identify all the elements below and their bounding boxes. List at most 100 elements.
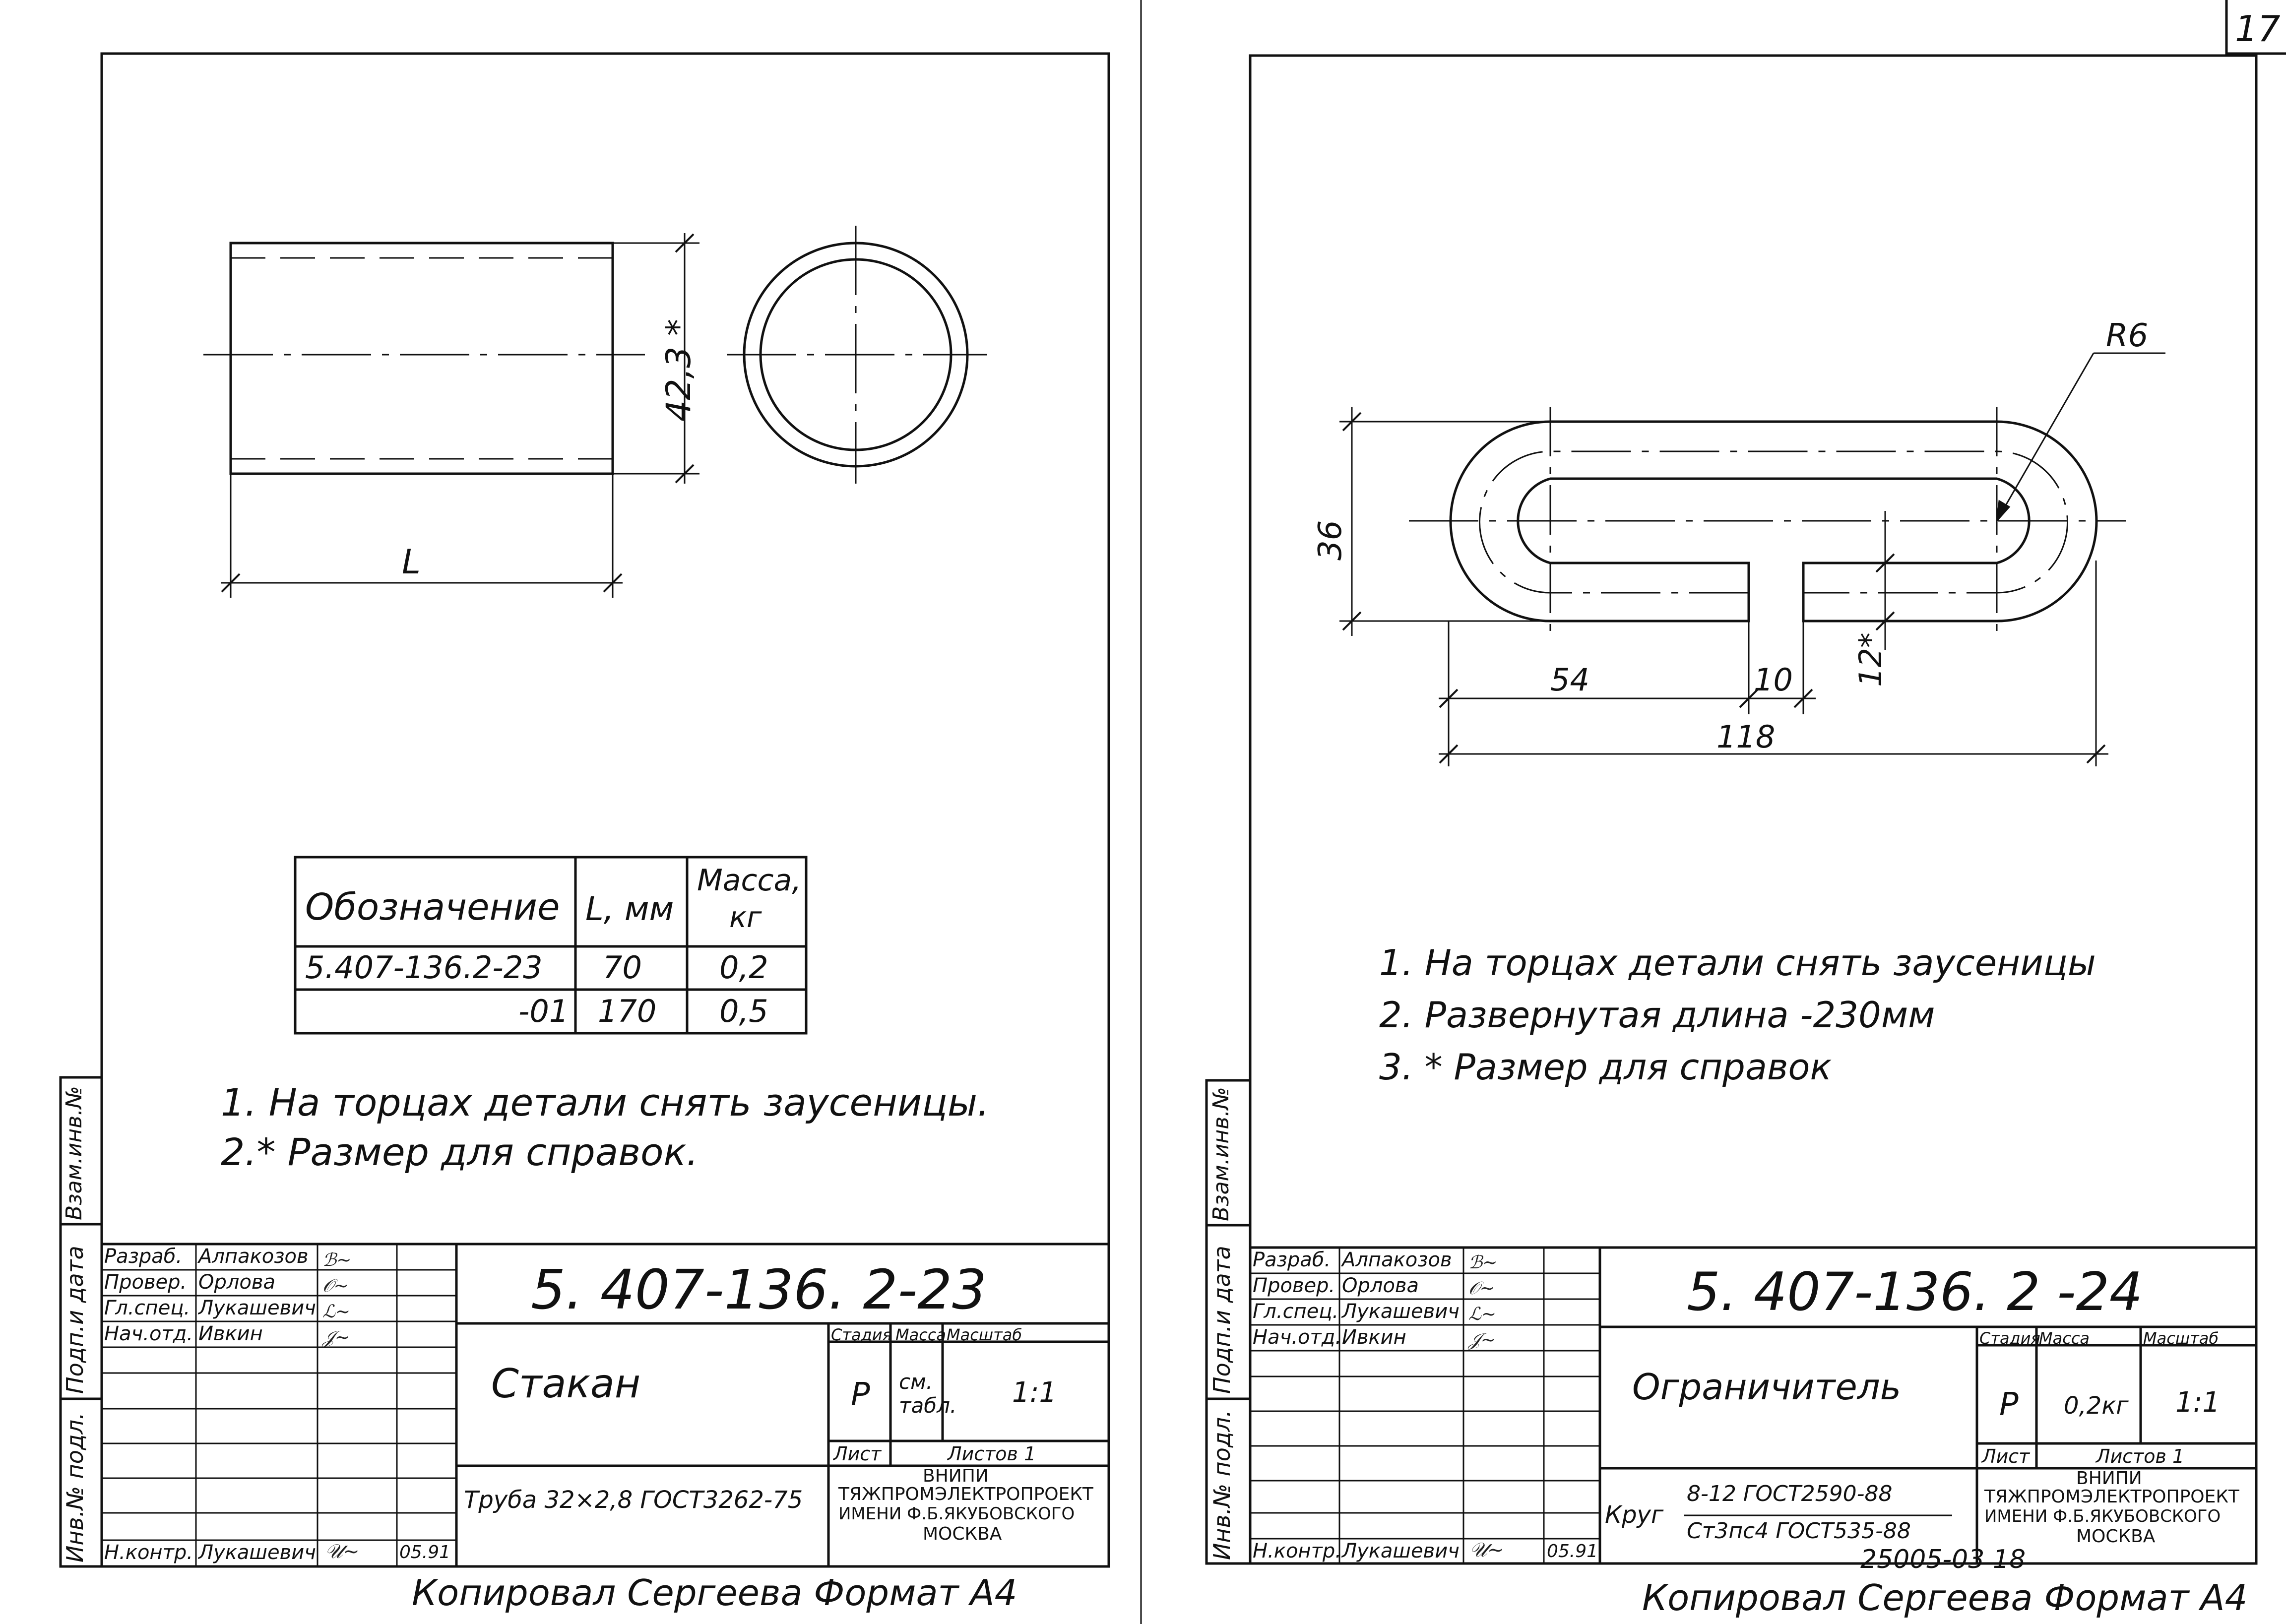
right-stamp-sheet: Лист <box>1982 1445 2030 1467</box>
right-frame <box>1249 54 2258 1565</box>
right-stamp-date: 05.91 <box>1547 1541 1598 1562</box>
left-title-block-lines <box>102 1243 1109 1566</box>
right-side-label-replace: Взам.инв.№ <box>1208 1087 1234 1221</box>
left-tube-end-view <box>727 226 987 484</box>
right-dim-36: 36 <box>1312 520 1349 561</box>
right-stamp-org-0: ВНИПИ <box>2076 1468 2142 1489</box>
left-stamp-name-2: Лукашевич <box>198 1297 316 1319</box>
right-stamp-role-3: Нач.отд. <box>1253 1326 1342 1349</box>
left-stamp-name-1: Орлова <box>198 1271 275 1294</box>
left-stamp-stage: Р <box>851 1376 870 1413</box>
left-designation-table-lines <box>294 856 808 1035</box>
left-signature-marks: ℬ~𝒪~ℒ~𝒥~ <box>322 1250 352 1348</box>
left-stamp-role-1: Провер. <box>104 1271 187 1294</box>
left-side-label-replace: Взам.инв.№ <box>62 1086 87 1220</box>
right-stamp-name-2: Лукашевич <box>1342 1300 1460 1323</box>
left-stamp-role-0: Разраб. <box>104 1245 183 1268</box>
left-stamp-col-scale: Масштаб <box>947 1325 1022 1344</box>
right-stamp-designation: 5. 407-136. 2 -24 <box>1687 1261 2143 1322</box>
right-signature-marks: ℬ~𝒪~ℒ~𝒥~ <box>1468 1252 1498 1350</box>
left-stamp-mass: см. табл. <box>899 1370 957 1418</box>
right-stamp-title: Ограничитель <box>1632 1366 1902 1408</box>
right-stamp-material-prefix: Круг <box>1605 1501 1664 1529</box>
left-stamp-org-2: ИМЕНИ Ф.Б.ЯКУБОВСКОГО <box>838 1504 1075 1524</box>
right-note-2: 2. Развернутая длина -230мм <box>1379 994 1935 1036</box>
left-stamp-name-4: Лукашевич <box>198 1541 316 1564</box>
right-stamp-role-1: Провер. <box>1253 1274 1335 1297</box>
right-note-3: 3. * Размер для справок <box>1379 1046 1832 1088</box>
right-stamp-org-3: МОСКВА <box>2076 1526 2156 1547</box>
left-stamp-title: Стакан <box>491 1361 641 1407</box>
right-dim-54: 54 <box>1550 662 1589 698</box>
right-dim-r6: R6 <box>2106 317 2149 354</box>
right-stamp-mass: 0,2кг <box>2064 1392 2129 1420</box>
left-tube-side-view <box>203 233 699 598</box>
left-signature-control: 𝒰~ <box>325 1540 360 1563</box>
left-stamp-role-2: Гл.спец. <box>104 1297 190 1319</box>
page-number: 17 <box>2235 8 2281 50</box>
right-stamp-name-0: Алпакозов <box>1342 1249 1452 1271</box>
left-stamp-date: 05.91 <box>399 1542 451 1562</box>
left-note-1: 1. На торцах детали снять заусеницы. <box>221 1080 990 1124</box>
left-stamp-org-0: ВНИПИ <box>923 1466 989 1486</box>
right-stamp-col-mass: Масса <box>2039 1329 2090 1348</box>
right-stamp-sheets: Листов 1 <box>2096 1445 2185 1467</box>
left-stamp-designation: 5. 407-136. 2-23 <box>531 1258 987 1321</box>
right-stamp-role-4: Н.контр. <box>1253 1540 1341 1562</box>
right-note-1: 1. На торцах детали снять заусеницы <box>1379 942 2096 984</box>
left-stamp-col-stage: Стадия <box>831 1325 892 1344</box>
left-stamp-name-3: Ивкин <box>198 1322 263 1345</box>
left-dim-diameter: 42,3 * <box>659 318 698 422</box>
page-number-box <box>2225 0 2286 55</box>
left-table-header-length: L, мм <box>585 890 674 928</box>
left-stamp-org-1: ТЯЖПРОМЭЛЕКТРОПРОЕКТ <box>838 1484 1093 1504</box>
left-dim-length: L <box>402 543 421 582</box>
left-stamp-role-3: Нач.отд. <box>104 1322 193 1345</box>
right-footer: Копировал Сергеева Формат А4 <box>1642 1577 2248 1619</box>
left-stamp-material: Труба 32×2,8 ГОСТ3262-75 <box>464 1486 803 1514</box>
right-dim-10: 10 <box>1754 662 1793 698</box>
left-table-cell-1-0: -01 <box>518 993 569 1029</box>
left-table-cell-0-0: 5.407-136.2-23 <box>305 949 543 986</box>
right-side-strip <box>1205 1079 1252 1565</box>
left-side-label-sign: Подп.и дата <box>62 1246 88 1394</box>
left-table-cell-0-2: 0,2 <box>719 949 768 986</box>
left-stamp-scale: 1:1 <box>1012 1376 1057 1409</box>
left-footer: Копировал Сергеева Формат А4 <box>412 1572 1017 1614</box>
left-table-cell-1-2: 0,5 <box>719 993 768 1029</box>
right-side-label-sign: Подп.и дата <box>1208 1246 1235 1394</box>
left-table-cell-1-1: 170 <box>598 993 657 1029</box>
right-dim-12: 12* <box>1852 632 1889 687</box>
left-frame <box>100 52 1110 1568</box>
right-stamp-role-0: Разраб. <box>1253 1249 1331 1271</box>
left-note-2: 2.* Размер для справок. <box>221 1130 698 1174</box>
left-table-header-designation: Обозначение <box>305 886 560 929</box>
right-stamp-scale: 1:1 <box>2175 1386 2221 1419</box>
right-stamp-org-2: ИМЕНИ Ф.Б.ЯКУБОВСКОГО <box>1984 1506 2221 1526</box>
right-dim-118: 118 <box>1716 719 1776 755</box>
right-stamp-name-1: Орлова <box>1342 1274 1419 1297</box>
left-stamp-col-mass: Масса <box>895 1325 947 1344</box>
left-table-cell-0-1: 70 <box>603 949 642 986</box>
left-stamp-role-4: Н.контр. <box>104 1541 193 1564</box>
left-table-header-mass: Масса, <box>697 863 802 898</box>
left-side-label-inv: Инв.№ подл. <box>62 1412 88 1562</box>
left-table-header-kg: кг <box>729 900 762 934</box>
right-signature-control: 𝒰~ <box>1469 1539 1504 1562</box>
right-stamp-col-scale: Масштаб <box>2143 1329 2219 1348</box>
right-limiter-part <box>1339 352 2165 766</box>
right-stamp-material-top: 8-12 ГОСТ2590-88 <box>1687 1481 1893 1506</box>
right-stamp-stage: Р <box>1999 1386 2019 1423</box>
left-stamp-sheets: Листов 1 <box>948 1443 1036 1465</box>
right-stamp-name-4: Лукашевич <box>1342 1540 1460 1562</box>
right-album-code: 25005-03 18 <box>1860 1545 2026 1574</box>
right-title-block-lines <box>1250 1246 2256 1563</box>
right-stamp-role-2: Гл.спец. <box>1253 1300 1339 1323</box>
right-stamp-col-stage: Стадия <box>1979 1329 2040 1348</box>
right-stamp-name-3: Ивкин <box>1342 1326 1406 1349</box>
left-stamp-org-3: МОСКВА <box>923 1524 1002 1544</box>
right-stamp-org-1: ТЯЖПРОМЭЛЕКТРОПРОЕКТ <box>1984 1487 2239 1507</box>
left-stamp-sheet: Лист <box>833 1443 882 1465</box>
left-stamp-name-0: Алпакозов <box>198 1245 309 1268</box>
